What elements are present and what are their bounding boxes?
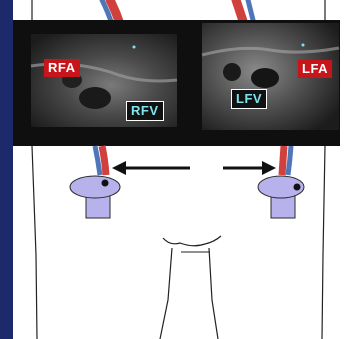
- label-rfa: RFA: [44, 59, 80, 77]
- left-artery-lower: [282, 146, 284, 175]
- us-left-marker: [302, 44, 305, 47]
- probe-right-marker: [102, 180, 109, 187]
- us-right-marker: [133, 46, 136, 49]
- us-left-vessel-vein: [251, 68, 279, 88]
- label-rfv: RFV: [126, 101, 164, 121]
- left-vein-lower: [288, 146, 291, 175]
- left-frame-bar: [0, 0, 13, 339]
- right-artery-lower: [102, 146, 106, 175]
- probe-left-marker: [294, 184, 301, 191]
- label-lfv: LFV: [231, 89, 267, 109]
- us-right-vessel-vein: [79, 87, 111, 109]
- label-lfa: LFA: [298, 60, 332, 78]
- us-left-vessel-artery: [223, 63, 241, 81]
